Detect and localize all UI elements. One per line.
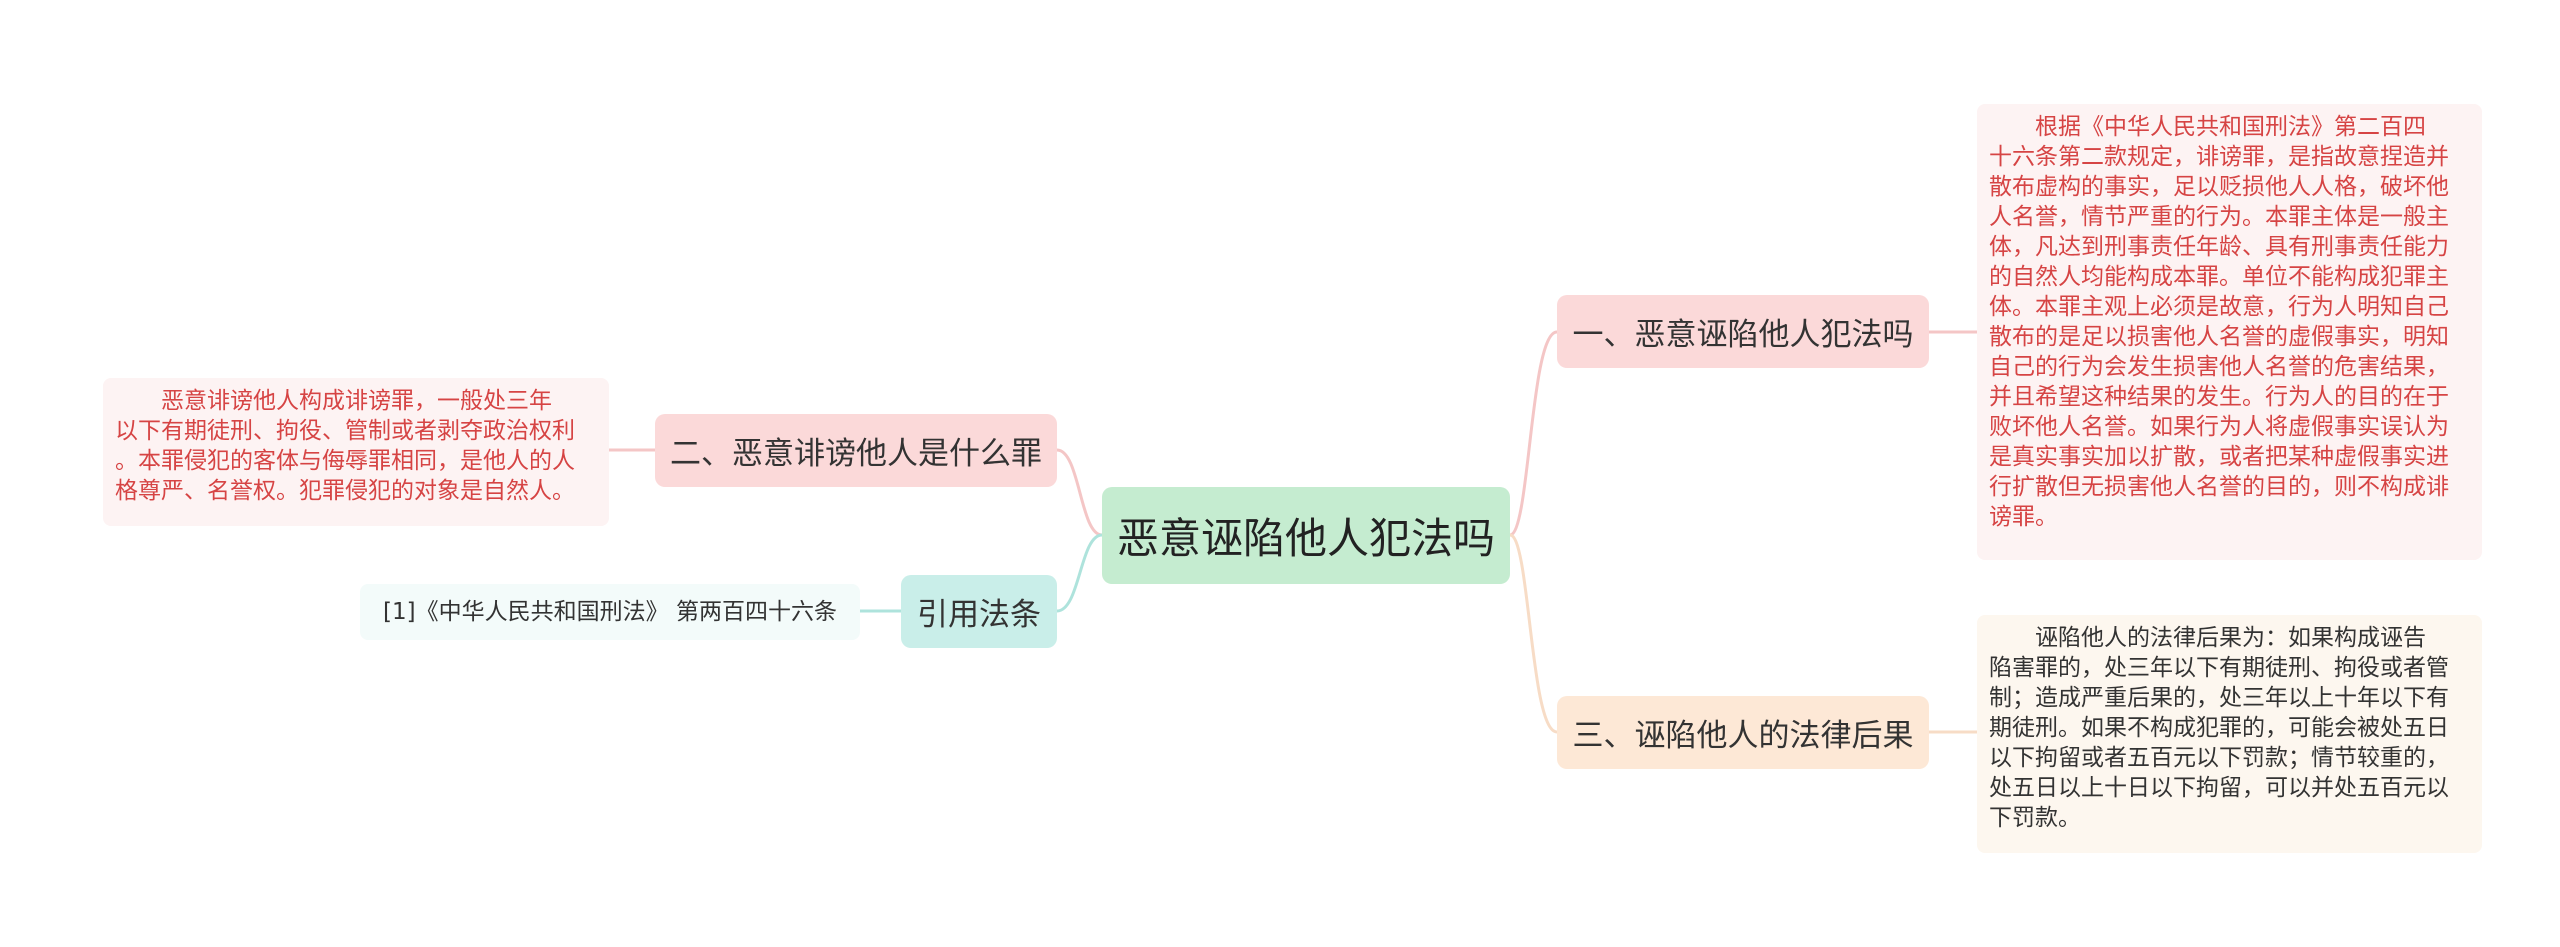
branch-node-3[interactable]: 三、诬陷他人的法律后果 [1557,696,1929,769]
branch-title-citation: 引用法条 [917,597,1041,633]
link-root-b1 [1509,330,1558,537]
branch-title-3: 三、诬陷他人的法律后果 [1572,718,1914,754]
root-node[interactable]: 恶意诬陷他人犯法吗 [1102,487,1510,584]
leaf-note-2[interactable]: 恶意诽谤他人构成诽谤罪，一般处三年 以下有期徒刑、拘役、管制或者剥夺政治权利 。… [103,378,609,526]
root-title: 恶意诬陷他人犯法吗 [1116,514,1495,563]
branch-node-2[interactable]: 二、恶意诽谤他人是什么罪 [655,414,1057,487]
leaf-note-1[interactable]: 根据《中华人民共和国刑法》第二百四 十六条第二款规定，诽谤罪，是指故意捏造并 散… [1977,104,2482,560]
branch-node-1[interactable]: 一、恶意诬陷他人犯法吗 [1557,295,1929,368]
citation-text: [1]《中华人民共和国刑法》 第两百四十六条 [383,599,837,625]
branch-title-2: 二、恶意诽谤他人是什么罪 [670,436,1042,472]
branch-node-citation[interactable]: 引用法条 [901,575,1057,648]
link-root-b2 [1056,448,1103,537]
branch-title-1: 一、恶意诬陷他人犯法吗 [1572,317,1914,353]
link-root-b3 [1509,533,1558,734]
leaf-citation[interactable]: [1]《中华人民共和国刑法》 第两百四十六条 [360,584,860,640]
leaf-note-3[interactable]: 诬陷他人的法律后果为：如果构成诬告 陷害罪的，处三年以下有期徒刑、拘役或者管 制… [1977,615,2482,853]
link-root-b4 [1056,533,1103,613]
